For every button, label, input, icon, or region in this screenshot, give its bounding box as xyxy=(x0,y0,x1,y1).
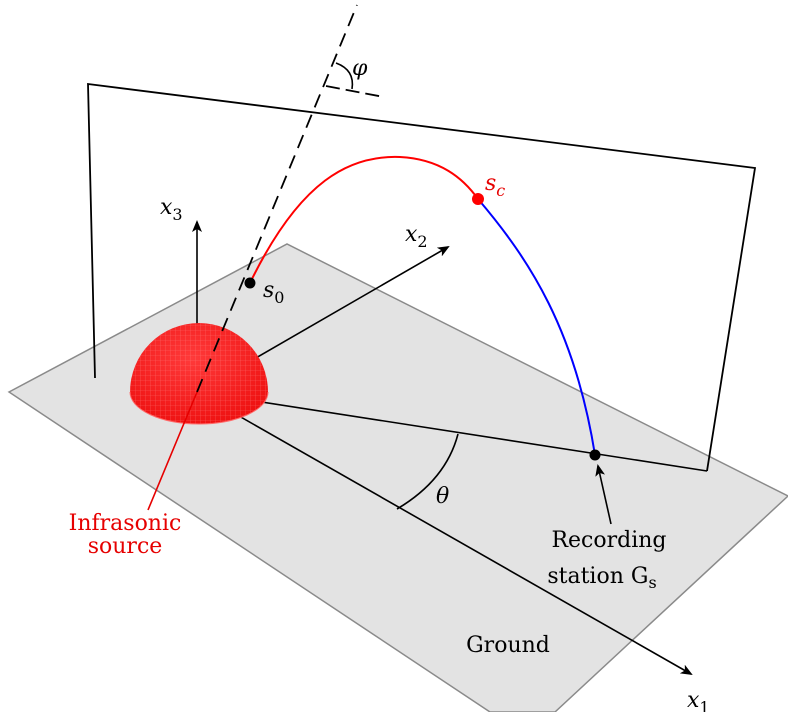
x1-label: x1 xyxy=(687,688,710,712)
source-label-line1: Infrasonic xyxy=(69,511,182,536)
station-pointer-arrow xyxy=(595,464,612,525)
s0-point xyxy=(244,277,256,289)
station-point xyxy=(589,449,601,461)
source-station-line xyxy=(196,391,708,472)
x1-axis xyxy=(196,391,693,675)
upward-ray-path xyxy=(249,155,479,284)
station-label-line2: station Gs xyxy=(547,564,656,592)
s0-label: s0 xyxy=(263,278,284,307)
source-leader-line xyxy=(147,391,198,511)
source-label-line2: source xyxy=(88,534,163,559)
phi-arc xyxy=(335,62,354,90)
vertical-plane xyxy=(87,82,757,472)
station-label-line1: Recording xyxy=(551,528,666,553)
phi-label: φ xyxy=(352,56,368,81)
phi-reference-dashed xyxy=(325,85,385,98)
launch-direction-dashed xyxy=(196,4,358,393)
sc-label: sc xyxy=(485,171,505,200)
theta-arc xyxy=(396,433,459,510)
ground-label: Ground xyxy=(466,633,550,658)
sc-point xyxy=(472,193,484,205)
theta-label: θ xyxy=(436,484,449,509)
downward-ray-path xyxy=(477,198,596,456)
source-dome xyxy=(129,323,269,425)
x2-label: x2 xyxy=(405,222,428,251)
ground-plane xyxy=(7,243,788,712)
x3-label: x3 xyxy=(160,195,183,224)
